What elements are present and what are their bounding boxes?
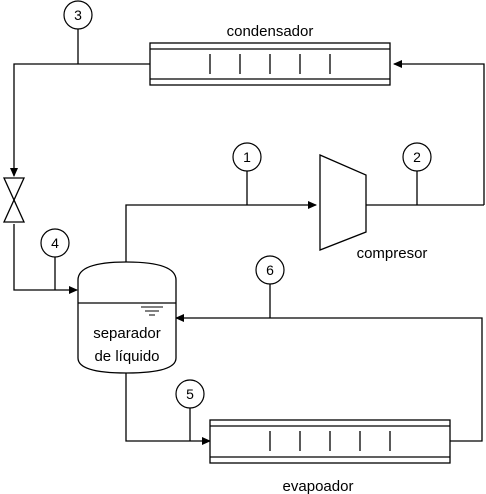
svg-text:4: 4	[51, 235, 59, 251]
svg-text:1: 1	[243, 149, 251, 165]
compressor	[319, 154, 367, 251]
pipe-separator-to-compressor	[125, 201, 317, 262]
svg-text:2: 2	[413, 149, 421, 165]
pipe-condenser-to-valve	[10, 63, 150, 177]
separator-label-line1: separador	[93, 325, 161, 342]
pipe-separator-to-evaporator	[125, 372, 211, 445]
condenser	[149, 42, 391, 86]
state-point-2: 2	[402, 142, 432, 205]
svg-text:3: 3	[74, 7, 82, 23]
compressor-label: compresor	[357, 245, 428, 262]
state-point-5: 5	[175, 379, 205, 441]
state-point-3: 3	[63, 0, 93, 64]
state-point-4: 4	[40, 228, 70, 290]
liquid-level-icon	[141, 306, 163, 316]
liquid-separator	[77, 261, 177, 374]
state-point-1: 1	[232, 142, 262, 205]
state-point-6: 6	[255, 255, 285, 318]
evaporator-label: evapoador	[283, 478, 354, 494]
pipe-compressor-to-condenser	[393, 60, 485, 205]
svg-text:5: 5	[186, 386, 194, 402]
svg-text:6: 6	[266, 262, 274, 278]
evaporator	[209, 419, 451, 464]
separator-label-line2: de líquido	[94, 348, 159, 365]
pipe-valve-to-separator	[13, 224, 78, 294]
condenser-label: condensador	[227, 23, 314, 40]
expansion-valve	[2, 177, 26, 223]
pipe-evaporator-to-separator	[175, 314, 483, 442]
